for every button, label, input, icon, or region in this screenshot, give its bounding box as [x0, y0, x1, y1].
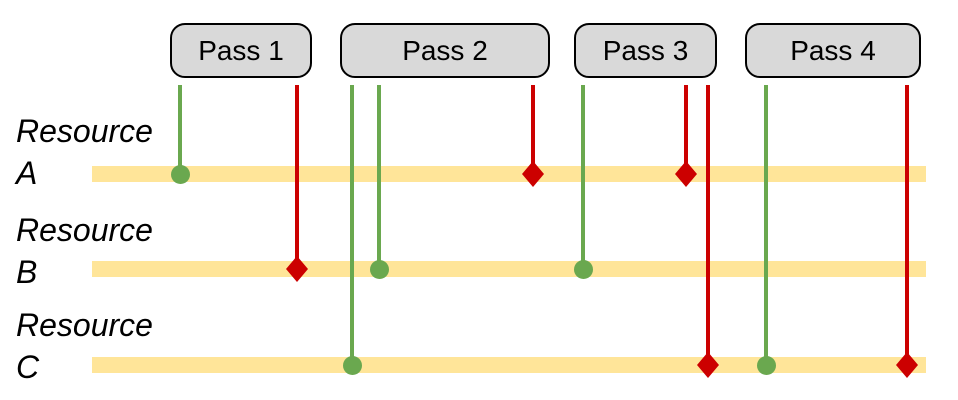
resource-b-bar	[92, 261, 926, 277]
resource-start-line	[581, 85, 585, 269]
pass-box-label: Pass 1	[198, 34, 284, 66]
end-diamond-icon	[522, 161, 544, 187]
resource-end-line	[684, 85, 688, 174]
resource-label-line: A	[16, 155, 38, 191]
pass-box-1: Pass 1	[170, 23, 312, 78]
resource-label-line: Resource	[16, 307, 153, 343]
end-diamond-icon	[896, 352, 918, 378]
pass-box-3: Pass 3	[574, 23, 717, 78]
pass-box-2: Pass 2	[340, 23, 550, 78]
start-circle-icon	[573, 259, 593, 279]
resource-b-label: Resource B	[16, 209, 176, 297]
resource-a-label: Resource A	[16, 110, 176, 198]
start-circle-icon	[369, 259, 389, 279]
pass-box-label: Pass 4	[790, 34, 876, 66]
resource-label-line: C	[16, 349, 40, 385]
resource-end-line	[531, 85, 535, 174]
resource-end-line	[295, 85, 299, 269]
start-circle-icon	[170, 164, 190, 184]
start-circle-icon	[342, 355, 362, 375]
resource-start-line	[764, 85, 768, 365]
resource-start-line	[350, 85, 354, 365]
end-diamond-icon	[286, 256, 308, 282]
resource-end-line	[706, 85, 710, 365]
resource-a-bar	[92, 166, 926, 182]
resource-start-line	[377, 85, 381, 269]
resource-c-label: Resource C	[16, 304, 176, 392]
start-circle-icon	[756, 355, 776, 375]
resource-start-line	[178, 85, 182, 174]
end-diamond-icon	[697, 352, 719, 378]
pass-box-4: Pass 4	[745, 23, 921, 78]
resource-label-line: Resource	[16, 113, 153, 149]
end-diamond-icon	[675, 161, 697, 187]
resource-c-bar	[92, 357, 926, 373]
pass-box-label: Pass 2	[402, 34, 488, 66]
resource-label-line: B	[16, 254, 38, 290]
pass-box-label: Pass 3	[602, 34, 689, 66]
resource-label-line: Resource	[16, 212, 153, 248]
resource-end-line	[905, 85, 909, 365]
